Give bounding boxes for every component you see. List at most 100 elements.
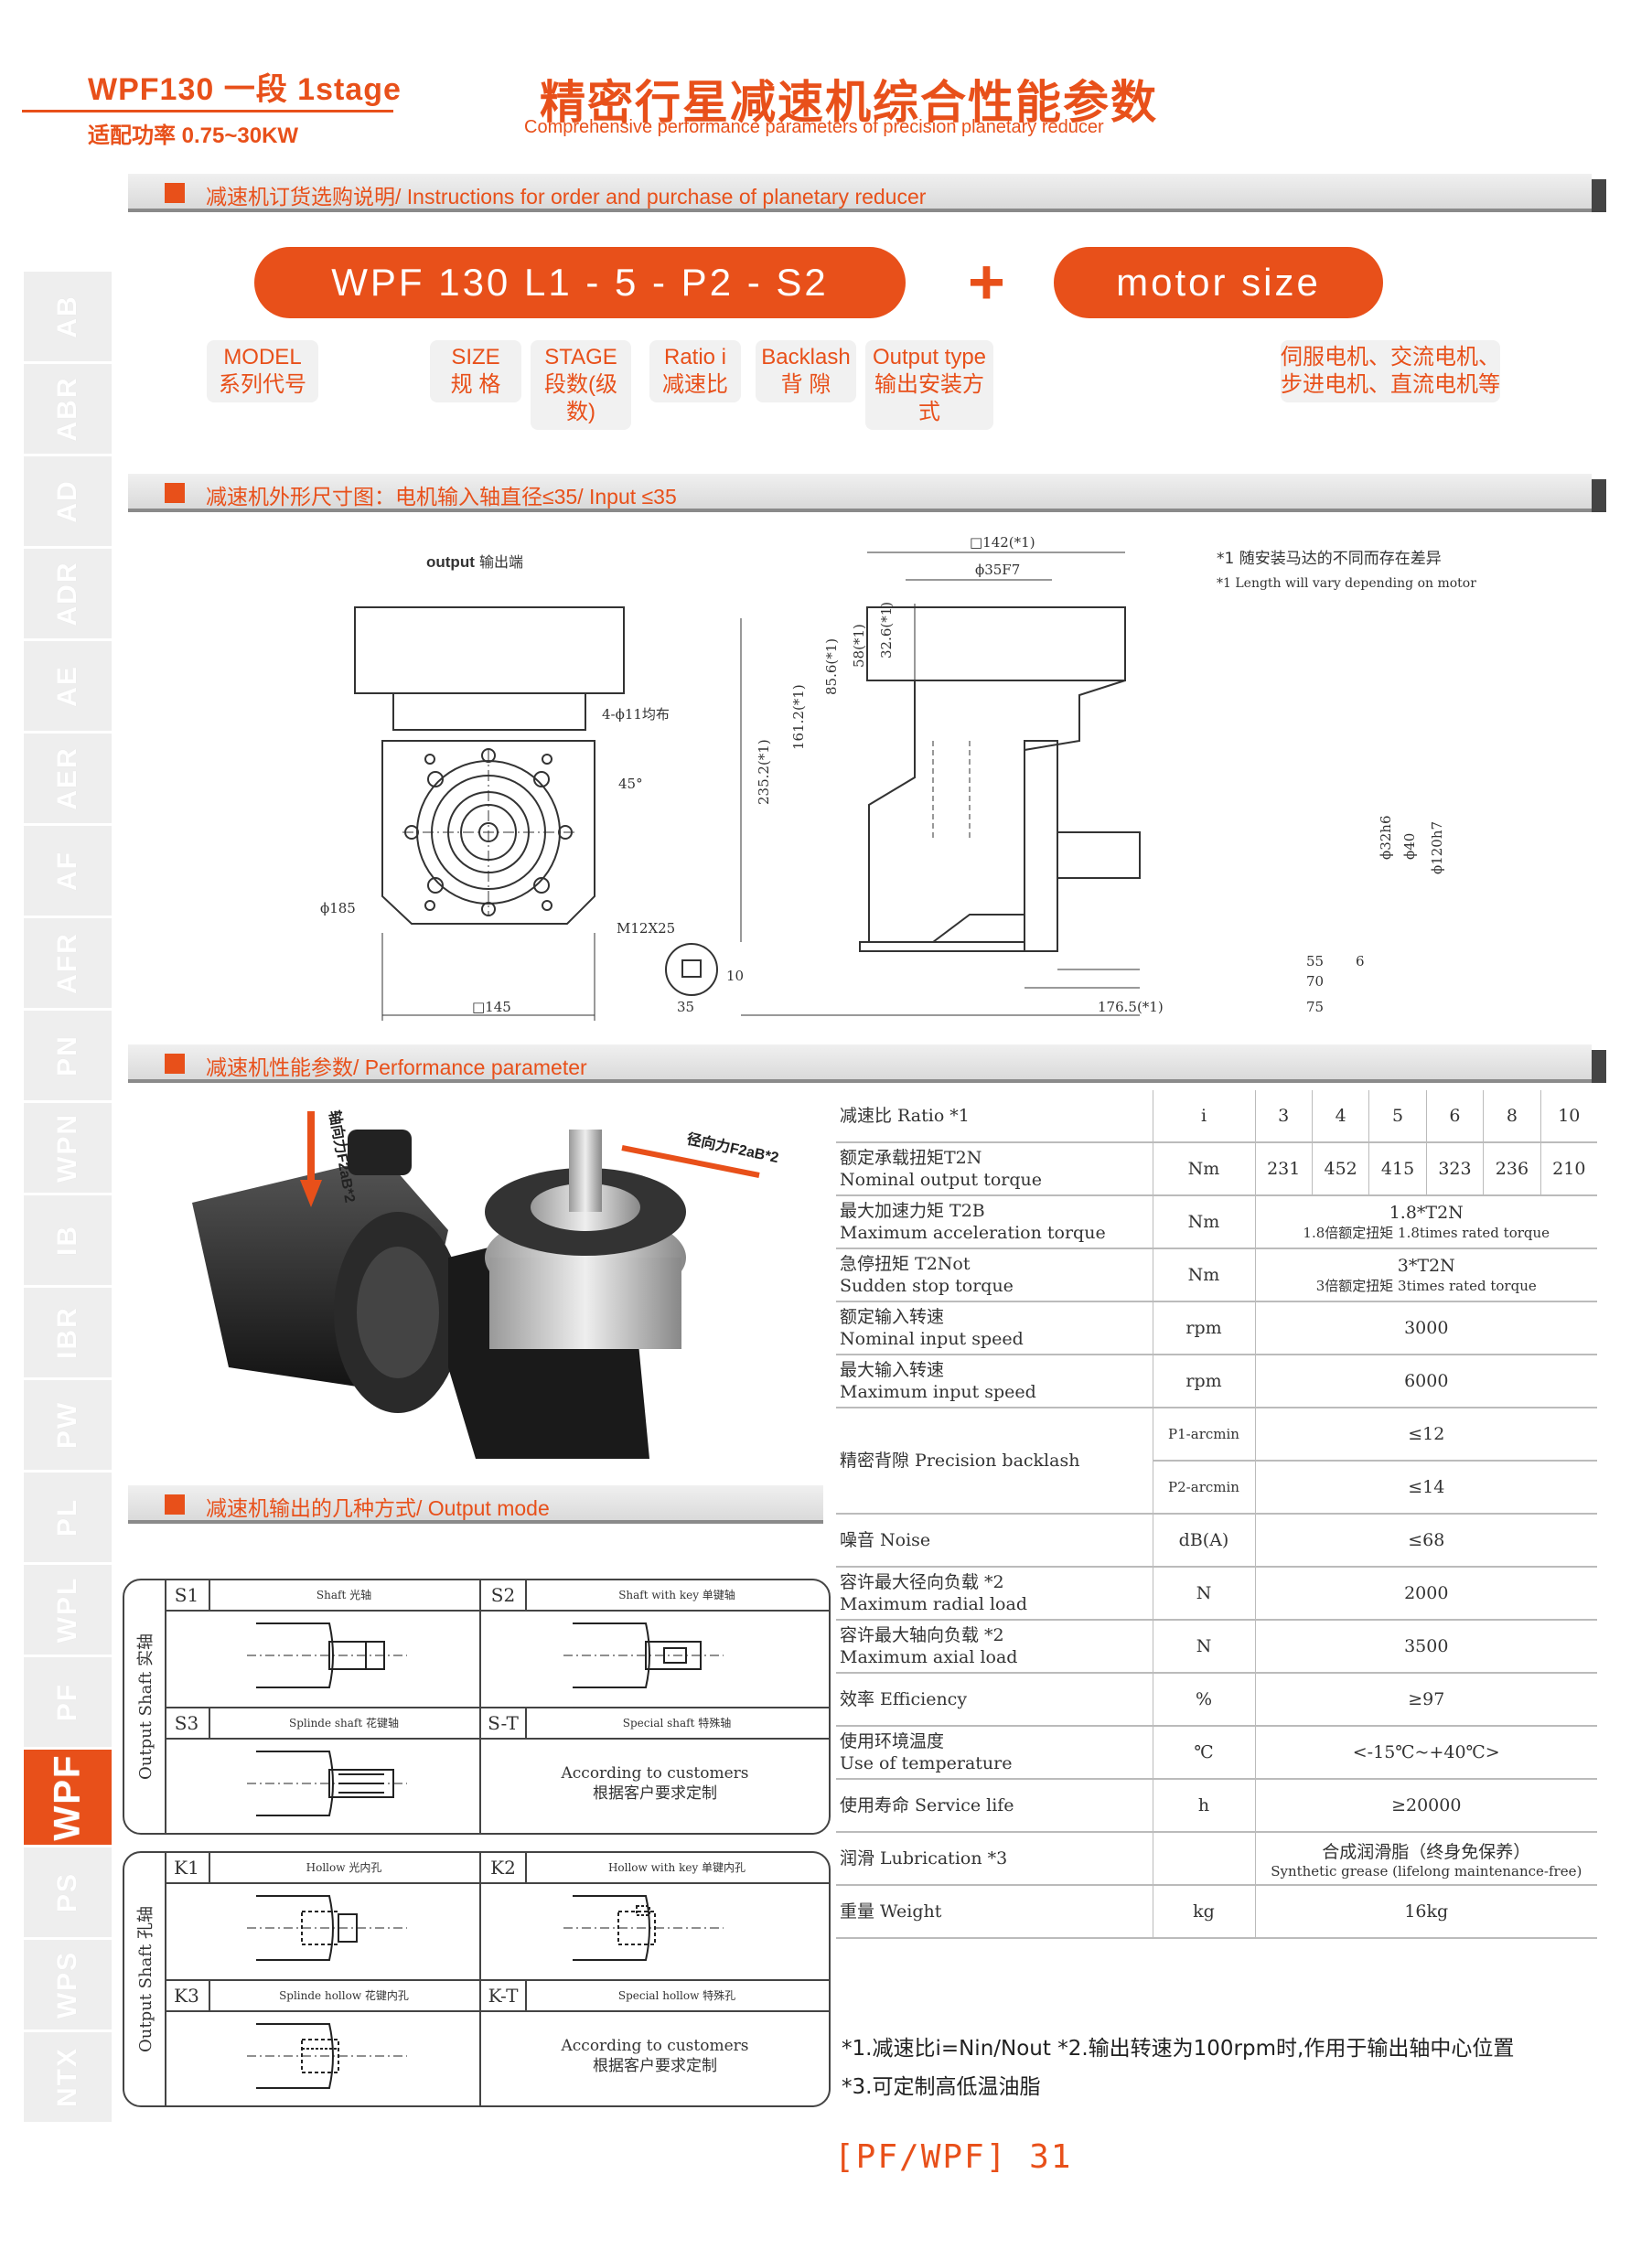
- mode-title: Hollow with key 单键内孔: [525, 1853, 829, 1884]
- key-width: 10: [726, 968, 744, 984]
- ratio-3: 3: [1254, 1090, 1313, 1143]
- width-dimension: □145: [472, 999, 511, 1015]
- section-output-title: 减速机输出的几种方式/ Output mode: [206, 1496, 550, 1520]
- tab-abr[interactable]: ABR: [24, 364, 112, 456]
- row-label-zh: 最大输入转速: [840, 1360, 945, 1380]
- backlash-p1-value: ≤12: [1254, 1408, 1597, 1462]
- tab-pn[interactable]: PN: [24, 1011, 112, 1103]
- section-order-title: 减速机订货选购说明/ Instructions for order and pu…: [206, 185, 927, 209]
- shaft-drawing: [247, 2023, 407, 2089]
- tab-wpn[interactable]: WPN: [24, 1103, 112, 1195]
- row-value-cell: 6000: [1254, 1355, 1597, 1408]
- tab-adr[interactable]: ADR: [24, 549, 112, 641]
- row-unit: h: [1152, 1779, 1255, 1833]
- row-value-sub: 1.8倍额定扭矩 1.8times rated torque: [1303, 1224, 1550, 1241]
- motor-label-line1: 伺服电机、交流电机、: [1281, 345, 1500, 369]
- row-label-zh: 最大加速力矩 T2B: [840, 1201, 985, 1221]
- weight-label: 重量 Weight: [836, 1885, 1153, 1939]
- row-unit: %: [1152, 1673, 1255, 1727]
- row-unit: dB(A): [1152, 1514, 1255, 1568]
- table-row: P2-arcmin ≤14: [836, 1461, 1597, 1515]
- row-label-zh: 效率 Efficiency: [840, 1689, 968, 1709]
- note-en: *1 Length will vary depending on motor: [1217, 576, 1476, 591]
- tab-ad[interactable]: AD: [24, 456, 112, 549]
- tab-label: AE: [52, 665, 82, 707]
- ratio-label: 减速比 Ratio *1: [836, 1090, 1153, 1143]
- row-label: 效率 Efficiency: [836, 1673, 1153, 1727]
- note-zh: *1 随安装马达的不同而存在差异: [1217, 550, 1442, 568]
- mode-code: S3: [165, 1708, 210, 1740]
- tab-label: AF: [52, 851, 82, 891]
- table-row: 精密背隙 Precision backlash P1-arcmin ≤12: [836, 1408, 1597, 1515]
- row-label-zh: 容许最大径向负载 *2: [840, 1572, 1004, 1592]
- row-label-zh: 急停扭矩 T2Not: [840, 1254, 971, 1274]
- backlash-p2-unit: P2-arcmin: [1152, 1461, 1255, 1515]
- model-label-en: Ratio i: [663, 345, 727, 369]
- model-label-zh: 背 隙: [780, 372, 831, 397]
- tab-aer[interactable]: AER: [24, 734, 112, 826]
- row-label-zh: 使用环境温度: [840, 1731, 945, 1751]
- row-value: 1.8*T2N: [1389, 1202, 1464, 1223]
- tab-af[interactable]: AF: [24, 826, 112, 918]
- output-label: output: [426, 553, 475, 571]
- tab-label: AFR: [52, 932, 82, 994]
- torque-label-en: Nominal output torque: [840, 1170, 1043, 1190]
- angle-dimension: 45°: [618, 776, 643, 792]
- tab-ib[interactable]: IB: [24, 1195, 112, 1288]
- ratio-10: 10: [1539, 1090, 1597, 1143]
- row-unit: rpm: [1152, 1301, 1255, 1355]
- mode-code: S1: [165, 1580, 210, 1612]
- tab-ps[interactable]: PS: [24, 1847, 112, 1940]
- torque-8: 236: [1483, 1142, 1541, 1196]
- model-label-en: STAGE: [544, 345, 617, 369]
- tab-ae[interactable]: AE: [24, 641, 112, 734]
- mode-title: Splinde shaft 花键轴: [209, 1708, 479, 1740]
- bore-dimension: ϕ35F7: [975, 562, 1020, 578]
- thread-dimension: M12X25: [617, 920, 675, 937]
- row-label-en: Nominal input speed: [840, 1329, 1024, 1349]
- tab-label: AER: [52, 746, 82, 810]
- tab-ntx[interactable]: NTX: [24, 2032, 112, 2125]
- section-marker: [165, 483, 185, 503]
- row-value: ≤68: [1254, 1514, 1597, 1568]
- row-label-en: Use of temperature: [840, 1753, 1013, 1773]
- side-label: Output Shaft 孔轴: [136, 1906, 156, 2052]
- row-value-cell: 3000: [1254, 1301, 1597, 1355]
- tab-label: WPF: [47, 1753, 88, 1841]
- tab-wpl[interactable]: WPL: [24, 1565, 112, 1657]
- tab-label: WPL: [52, 1576, 82, 1644]
- page-number: [PF/WPF] 31: [834, 2138, 1073, 2176]
- custom-zh: 根据客户要求定制: [593, 1784, 717, 1803]
- row-unit: N: [1152, 1567, 1255, 1621]
- tab-ibr[interactable]: IBR: [24, 1288, 112, 1380]
- side-label-box: Output Shaft 实轴: [124, 1580, 166, 1833]
- section-end-mark: [1592, 479, 1606, 512]
- row-unit: Nm: [1152, 1195, 1255, 1249]
- row-value: 3000: [1404, 1318, 1449, 1338]
- tab-ab[interactable]: AB: [24, 272, 112, 364]
- section-end-mark: [1592, 1050, 1606, 1083]
- tab-wpf[interactable]: WPF: [24, 1750, 112, 1847]
- tab-pf[interactable]: PF: [24, 1657, 112, 1750]
- tab-afr[interactable]: AFR: [24, 918, 112, 1011]
- tab-pl[interactable]: PL: [24, 1473, 112, 1565]
- tab-pw[interactable]: PW: [24, 1380, 112, 1473]
- tab-wps[interactable]: WPS: [24, 1940, 112, 2032]
- section-order: 减速机订货选购说明/ Instructions for order and pu…: [128, 174, 1606, 212]
